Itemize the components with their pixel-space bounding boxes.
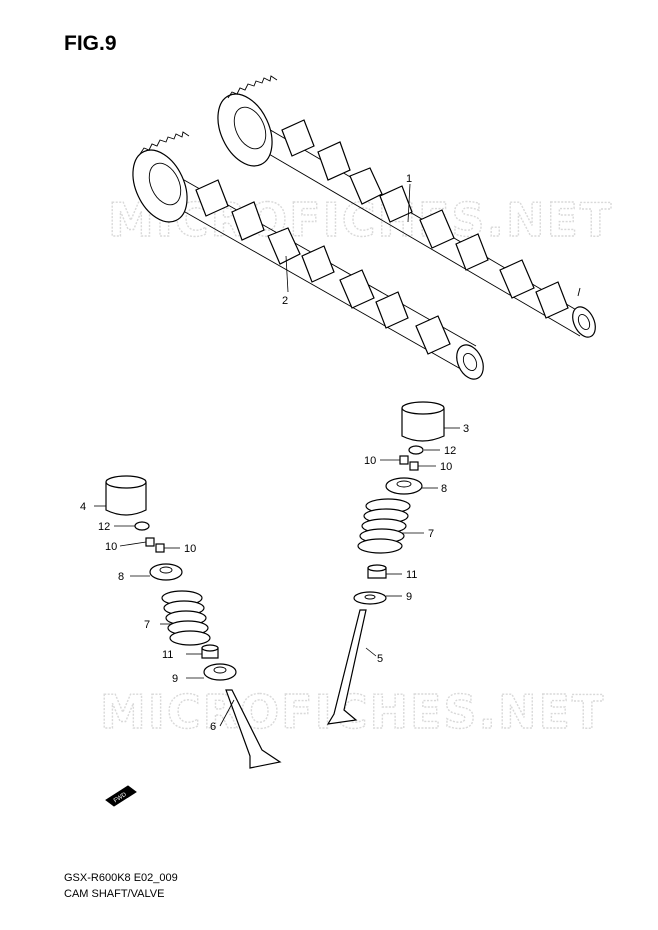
figure-title: FIG.9: [64, 32, 117, 55]
leader-lines: [94, 183, 460, 727]
callout-10-left-a: 10: [105, 541, 117, 553]
callout-11-left: 11: [162, 649, 173, 661]
retainer-right: [385, 477, 423, 495]
callout-8-right: 8: [441, 483, 447, 495]
callout-4: 4: [80, 501, 86, 513]
callout-10-right-b: 10: [440, 461, 452, 473]
callout-2: 2: [282, 295, 288, 307]
callout-3: 3: [463, 423, 469, 435]
seat-right: [353, 591, 387, 605]
callout-10-right-a: 10: [364, 455, 376, 467]
callout-8-left: 8: [118, 571, 124, 583]
spring-right: [357, 498, 411, 554]
callout-7-right: 7: [428, 528, 434, 540]
shim-right: [408, 445, 424, 455]
left-valve-assembly: [105, 475, 282, 769]
seat-left: [203, 663, 237, 681]
callout-5: 5: [377, 653, 383, 665]
shim-left: [134, 521, 150, 531]
watermark-top: MICROFICHES.NET: [108, 193, 613, 247]
callout-1: 1: [406, 173, 412, 185]
valve-intake: [225, 689, 282, 769]
cotter-left-b: [155, 543, 165, 553]
callout-7-left: 7: [144, 619, 150, 631]
camshaft-2: [132, 131, 484, 380]
callout-12-left: 12: [98, 521, 110, 533]
figure-code: GSX-R600K8 E02_009: [64, 872, 178, 884]
callout-6: 6: [210, 721, 216, 733]
callout-9-right: 9: [406, 591, 412, 603]
callout-labels: 1 2 3 4 5 6 7 7 8 8 9 9 10 10 10 10 11 1…: [80, 173, 469, 733]
callout-10-left-b: 10: [184, 543, 196, 555]
cotter-right-b: [409, 461, 419, 471]
watermark-bottom: MICROFICHES.NET: [100, 685, 605, 739]
camshaft-1: [217, 75, 596, 338]
valve-exhaust: [326, 609, 367, 725]
fwd-marker: FWD: [105, 785, 137, 807]
cotter-left-a: [145, 537, 155, 547]
retainer-left: [149, 563, 183, 581]
spring-left: [161, 590, 211, 646]
callout-12-right: 12: [444, 445, 456, 457]
right-valve-assembly: [326, 401, 445, 725]
callout-9-left: 9: [172, 673, 178, 685]
callout-11-right: 11: [406, 569, 417, 581]
figure-caption: CAM SHAFT/VALVE: [64, 888, 165, 900]
cotter-right-a: [399, 455, 409, 465]
